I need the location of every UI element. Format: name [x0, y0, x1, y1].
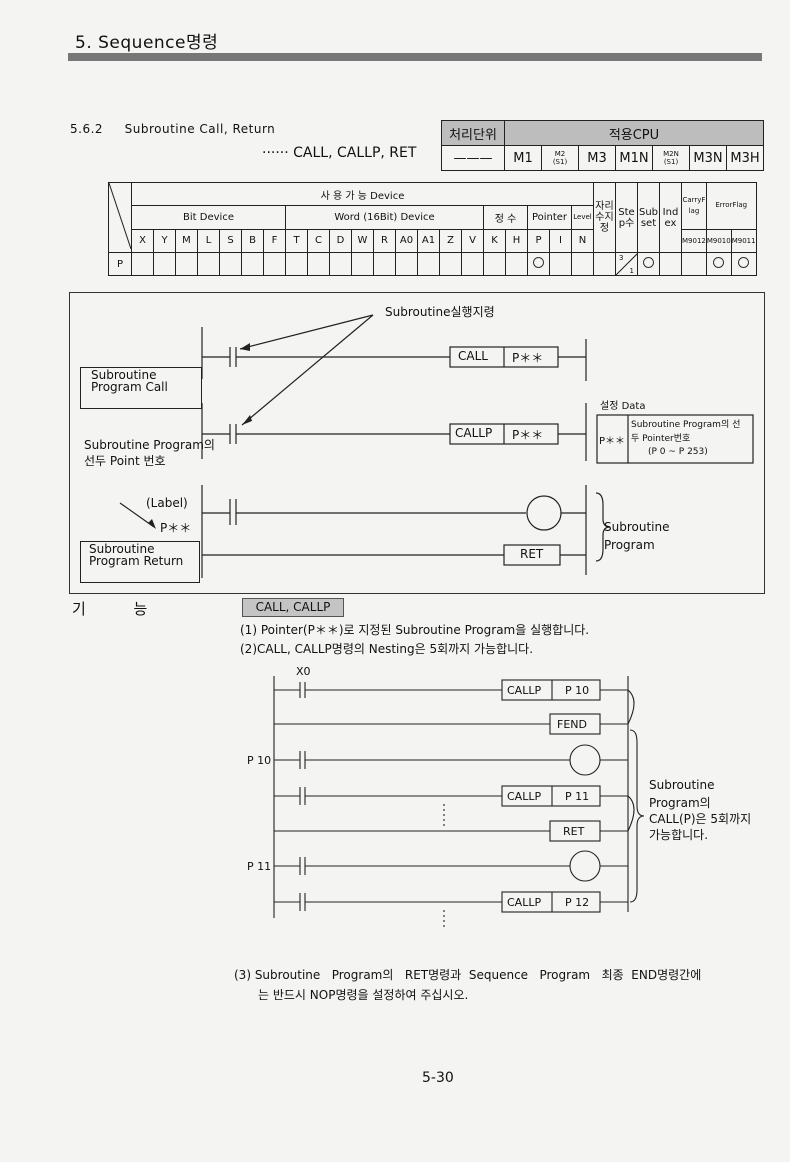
function-item-2: (2)CALL, CALLP명령의 Nesting은 5회까지 가능합니다.: [240, 642, 534, 656]
col-z: Z: [439, 228, 462, 254]
call-operand: P＊＊: [512, 351, 544, 365]
subset-header: Subset: [637, 182, 660, 253]
word-device-header: Word (16Bit) Device: [285, 205, 484, 230]
mark-error-m9011: [730, 252, 757, 276]
head-point-label-2: 선두 Point 번호: [84, 454, 166, 468]
callp-p11-operand: P 11: [565, 790, 590, 803]
nesting-note-3: CALL(P)은 5회까지: [649, 812, 752, 826]
cpu-m3n: M3N: [689, 145, 727, 171]
callp-p12-instr: CALLP: [507, 896, 542, 909]
callp-p12-operand: P 12: [565, 896, 590, 909]
label-p10: P 10: [247, 754, 272, 767]
cpu-m3: M3: [578, 145, 616, 171]
page-number: 5-30: [422, 1070, 454, 1086]
step-top: 3: [619, 254, 624, 262]
callp-p10-operand: P 10: [565, 684, 590, 697]
subroutine-call-box: Subroutine Program Call: [80, 367, 202, 409]
callp-p11-instr: CALLP: [507, 790, 542, 803]
cpu-m1n: M1N: [615, 145, 653, 171]
setting-data-title: 설정 Data: [600, 401, 646, 412]
cpu-table: 처리단위 적용CPU ——— M1 M2(S1) M3 M1N M2N(S1) …: [441, 120, 764, 171]
digit-spec-header: 자리수지정: [593, 182, 616, 253]
ladder-1-graphics: [119, 314, 754, 578]
processing-unit-value: ———: [441, 145, 505, 171]
page-header-title: 5. Sequence명령: [75, 33, 219, 53]
section-heading: 5.6.2 Subroutine Call, Return: [70, 122, 275, 136]
cpu-m2ns1: M2N(S1): [652, 145, 690, 171]
ret-instr: RET: [563, 825, 585, 838]
setting-data-desc-2: 두 Pointer번호: [631, 434, 691, 444]
setting-data-range: (P 0 ~ P 253): [648, 447, 708, 457]
setting-data-key: P＊＊: [599, 436, 626, 447]
function-item-1: (1) Pointer(P＊＊)로 지정된 Subroutine Program…: [240, 623, 590, 637]
setting-data-desc-1: Subroutine Program의 선: [631, 420, 741, 430]
nesting-note-1: Subroutine: [649, 778, 715, 792]
index-header: Index: [659, 182, 682, 253]
header-rule: [68, 53, 762, 61]
note-3-line-2: 는 반드시 NOP명령을 설정하여 주십시오.: [258, 988, 469, 1002]
mark-error-m9010: [705, 252, 732, 276]
col-s: S: [219, 228, 242, 254]
level-header: Level: [571, 205, 594, 230]
label-operand: P＊＊: [160, 521, 192, 535]
function-tag: CALL, CALLP: [242, 598, 344, 617]
device-table: 사 용 가 능 Device 자리수지정 Step수 Subset Index …: [108, 181, 757, 276]
ret-box-label: RET: [520, 547, 544, 561]
diag-corner: [108, 182, 132, 253]
ladder-figure-1: Subroutine실행지령 CALL P＊＊ CALLP P＊＊ RET Su…: [69, 292, 765, 594]
cpu-m1: M1: [504, 145, 542, 171]
col-n: N: [571, 228, 594, 254]
label-p11: P 11: [247, 860, 272, 873]
callp-p10-instr: CALLP: [507, 684, 542, 697]
diagonal-line: [109, 183, 131, 250]
col-m9011: M9011: [730, 228, 757, 254]
step-diagonal: [616, 253, 637, 275]
pointer-header: Pointer: [527, 205, 572, 230]
carry-flag-header: CarryFlag: [681, 182, 707, 230]
col-m9010: M9010: [705, 228, 732, 254]
cpu-m3h: M3H: [726, 145, 764, 171]
applicable-cpu-header: 적용CPU: [504, 120, 764, 146]
function-heading: 기 능: [72, 600, 148, 618]
callp-operand: P＊＊: [512, 428, 544, 442]
nesting-note-2: Program의: [649, 796, 711, 810]
label-label: (Label): [146, 496, 188, 510]
section-title: Subroutine Call, Return: [124, 122, 276, 136]
nesting-note-4: 가능합니다.: [649, 828, 709, 842]
instruction-list: ······ CALL, CALLP, RET: [262, 145, 417, 161]
program-label-2: Program: [604, 538, 655, 552]
callp-box-label: CALLP: [455, 426, 493, 440]
note-3-line-1: (3) Subroutine Program의 RET명령과 Sequence …: [234, 968, 702, 982]
call-box-label: CALL: [458, 349, 488, 363]
contact-x0-label: X0: [296, 665, 311, 678]
step-count-cell: 3 1: [615, 252, 638, 276]
col-f: F: [263, 228, 286, 254]
subroutine-return-box: Subroutine Program Return: [80, 541, 200, 583]
head-point-label-1: Subroutine Program의: [84, 438, 215, 452]
col-l: L: [197, 228, 220, 254]
col-r: R: [373, 228, 396, 254]
step-bottom: 1: [629, 267, 634, 275]
processing-unit-header: 처리단위: [441, 120, 505, 146]
fend-instr: FEND: [557, 718, 587, 731]
program-label-1: Subroutine: [604, 520, 670, 534]
section-number: 5.6.2: [70, 122, 104, 136]
error-flag-header: ErrorFlag: [705, 182, 757, 230]
cpu-m2s1: M2(S1): [541, 145, 579, 171]
exec-command-label: Subroutine실행지령: [385, 305, 495, 319]
